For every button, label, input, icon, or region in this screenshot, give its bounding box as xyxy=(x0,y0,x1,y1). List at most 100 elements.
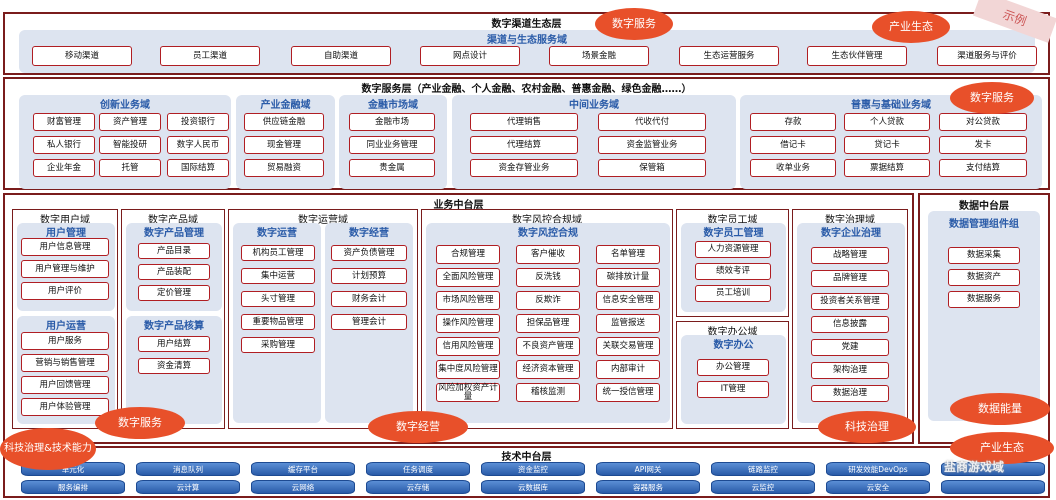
risk-item[interactable]: 客户催收 xyxy=(516,245,580,264)
service-item[interactable]: 资金监管业务 xyxy=(598,136,706,154)
user-ops-item[interactable]: 用户体验管理 xyxy=(21,398,109,416)
risk-item[interactable]: 经济资本管理 xyxy=(516,360,580,379)
channel-item[interactable]: 员工渠道 xyxy=(160,46,260,66)
biz-item[interactable]: 资产负债管理 xyxy=(331,245,407,261)
service-item[interactable]: 代收代付 xyxy=(598,113,706,131)
office-item[interactable]: IT管理 xyxy=(697,381,769,398)
tech-item[interactable]: 服务编排 xyxy=(21,480,125,494)
tech-item[interactable]: 缓存平台 xyxy=(251,462,355,476)
biz-item[interactable]: 管理会计 xyxy=(331,314,407,330)
service-item[interactable]: 企业年金 xyxy=(33,159,95,177)
risk-item[interactable]: 内部审计 xyxy=(596,360,660,379)
tech-item[interactable]: 研发效能DevOps xyxy=(826,462,930,476)
tech-item[interactable]: 消息队列 xyxy=(136,462,240,476)
risk-item[interactable]: 反洗钱 xyxy=(516,268,580,287)
channel-item[interactable]: 生态运营服务 xyxy=(679,46,779,66)
tech-item[interactable]: 云安全 xyxy=(826,480,930,494)
data-item[interactable]: 数据服务 xyxy=(948,291,1020,308)
ops-item[interactable]: 重要物品管理 xyxy=(241,314,315,330)
tech-item[interactable]: 云计算 xyxy=(136,480,240,494)
risk-item[interactable]: 担保品管理 xyxy=(516,314,580,333)
tech-item[interactable]: API网关 xyxy=(596,462,700,476)
service-item[interactable]: 同业业务管理 xyxy=(349,136,435,154)
risk-item[interactable]: 操作风险管理 xyxy=(436,314,500,333)
gov-item[interactable]: 战略管理 xyxy=(811,247,889,264)
user-ops-item[interactable]: 营销与销售管理 xyxy=(21,354,109,372)
product-mgmt-item[interactable]: 定价管理 xyxy=(138,285,210,301)
ops-item[interactable]: 采购管理 xyxy=(241,337,315,353)
risk-item[interactable]: 信息安全管理 xyxy=(596,291,660,310)
service-item[interactable]: 贵金属 xyxy=(349,159,435,177)
gov-item[interactable]: 架构治理 xyxy=(811,362,889,379)
biz-item[interactable]: 财务会计 xyxy=(331,291,407,307)
service-item[interactable]: 代理结算 xyxy=(470,136,578,154)
tech-item[interactable]: 云监控 xyxy=(711,480,815,494)
risk-item[interactable]: 碳排放计量 xyxy=(596,268,660,287)
user-ops-item[interactable]: 用户回馈管理 xyxy=(21,376,109,394)
service-item[interactable]: 支付结算 xyxy=(939,159,1027,177)
risk-item[interactable]: 市场风险管理 xyxy=(436,291,500,310)
service-item[interactable]: 现金管理 xyxy=(244,136,324,154)
tech-item[interactable]: 云数据库 xyxy=(481,480,585,494)
service-item[interactable]: 发卡 xyxy=(939,136,1027,154)
service-item[interactable]: 金融市场 xyxy=(349,113,435,131)
service-item[interactable]: 贷记卡 xyxy=(844,136,930,154)
channel-item[interactable]: 自助渠道 xyxy=(291,46,391,66)
user-mgmt-item[interactable]: 用户管理与维护 xyxy=(21,260,109,278)
service-item[interactable]: 国际结算 xyxy=(167,159,229,177)
tech-item[interactable]: 资金监控 xyxy=(481,462,585,476)
channel-item[interactable]: 移动渠道 xyxy=(32,46,132,66)
risk-item[interactable]: 全面风险管理 xyxy=(436,268,500,287)
product-acct-item[interactable]: 用户结算 xyxy=(138,336,210,352)
service-item[interactable]: 资产管理 xyxy=(99,113,161,131)
tech-item[interactable]: 云网络 xyxy=(251,480,355,494)
channel-item[interactable]: 渠道服务与评价 xyxy=(937,46,1037,66)
product-mgmt-item[interactable]: 产品目录 xyxy=(138,243,210,259)
tech-item[interactable]: 云存储 xyxy=(366,480,470,494)
service-item[interactable]: 收单业务 xyxy=(750,159,836,177)
staff-item[interactable]: 绩效考评 xyxy=(695,263,771,280)
channel-item[interactable]: 场景金融 xyxy=(549,46,649,66)
tech-item[interactable]: 任务调度 xyxy=(366,462,470,476)
channel-item[interactable]: 生态伙伴管理 xyxy=(807,46,907,66)
biz-item[interactable]: 计划预算 xyxy=(331,268,407,284)
risk-item[interactable]: 关联交易管理 xyxy=(596,337,660,356)
service-item[interactable]: 对公贷款 xyxy=(939,113,1027,131)
service-item[interactable]: 投资银行 xyxy=(167,113,229,131)
staff-item[interactable]: 员工培训 xyxy=(695,285,771,302)
staff-item[interactable]: 人力资源管理 xyxy=(695,241,771,258)
service-item[interactable]: 贸易融资 xyxy=(244,159,324,177)
gov-item[interactable]: 品牌管理 xyxy=(811,270,889,287)
service-item[interactable]: 票据结算 xyxy=(844,159,930,177)
service-item[interactable]: 代理销售 xyxy=(470,113,578,131)
risk-item[interactable]: 信用风险管理 xyxy=(436,337,500,356)
service-item[interactable]: 保管箱 xyxy=(598,159,706,177)
risk-item[interactable]: 统一授信管理 xyxy=(596,383,660,402)
gov-item[interactable]: 信息披露 xyxy=(811,316,889,333)
risk-item[interactable]: 监管报送 xyxy=(596,314,660,333)
risk-item[interactable]: 反欺诈 xyxy=(516,291,580,310)
risk-item[interactable]: 稽核监测 xyxy=(516,383,580,402)
service-item[interactable]: 数字人民币 xyxy=(167,136,229,154)
ops-item[interactable]: 集中运营 xyxy=(241,268,315,284)
office-item[interactable]: 办公管理 xyxy=(697,359,769,376)
risk-item[interactable]: 不良资产管理 xyxy=(516,337,580,356)
service-item[interactable]: 托管 xyxy=(99,159,161,177)
tech-item[interactable]: 链路监控 xyxy=(711,462,815,476)
product-mgmt-item[interactable]: 产品装配 xyxy=(138,264,210,280)
tech-item[interactable]: 容器服务 xyxy=(596,480,700,494)
risk-item[interactable]: 集中度风险管理 xyxy=(436,360,500,379)
product-acct-item[interactable]: 资金清算 xyxy=(138,358,210,374)
service-item[interactable]: 供应链金融 xyxy=(244,113,324,131)
service-item[interactable]: 资金存管业务 xyxy=(470,159,578,177)
gov-item[interactable]: 党建 xyxy=(811,339,889,356)
risk-item[interactable]: 风险加权资产计量 xyxy=(436,383,500,402)
service-item[interactable]: 智能投研 xyxy=(99,136,161,154)
ops-item[interactable]: 头寸管理 xyxy=(241,291,315,307)
ops-item[interactable]: 机构员工管理 xyxy=(241,245,315,261)
data-item[interactable]: 数据资产 xyxy=(948,269,1020,286)
service-item[interactable]: 存款 xyxy=(750,113,836,131)
risk-item[interactable]: 合规管理 xyxy=(436,245,500,264)
user-mgmt-item[interactable]: 用户评价 xyxy=(21,282,109,300)
tech-item[interactable] xyxy=(941,480,1045,494)
